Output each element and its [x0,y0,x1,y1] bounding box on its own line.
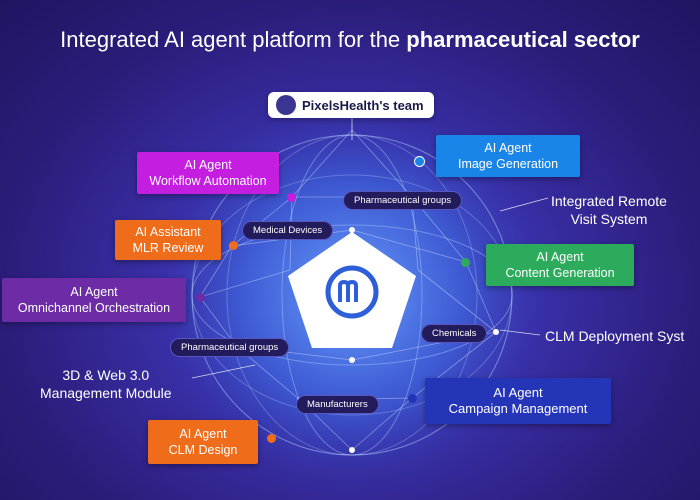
node-dot [267,434,276,443]
node-dot [196,293,205,302]
pill-pharmaceutical-groups-top: Pharmaceutical groups [343,191,463,210]
team-icon [276,95,296,115]
pill-medical-devices: Medical Devices [242,221,334,240]
node-dot [461,258,470,267]
node-dot [229,241,238,250]
node-dot [408,394,417,403]
pill-chemicals: Chemicals [421,324,488,343]
node-dot [414,156,425,167]
node-dot [287,193,296,202]
pill-pharmaceutical-groups-bottom: Pharmaceutical groups [170,338,290,357]
pill-manufacturers: Manufacturers [296,395,379,414]
m-logo-icon [325,265,379,319]
label-clm-deployment: CLM Deployment Syst [545,328,685,344]
page-title: Integrated AI agent platform for the pha… [60,27,640,52]
team-label: PixelsHealth's team [268,92,434,118]
